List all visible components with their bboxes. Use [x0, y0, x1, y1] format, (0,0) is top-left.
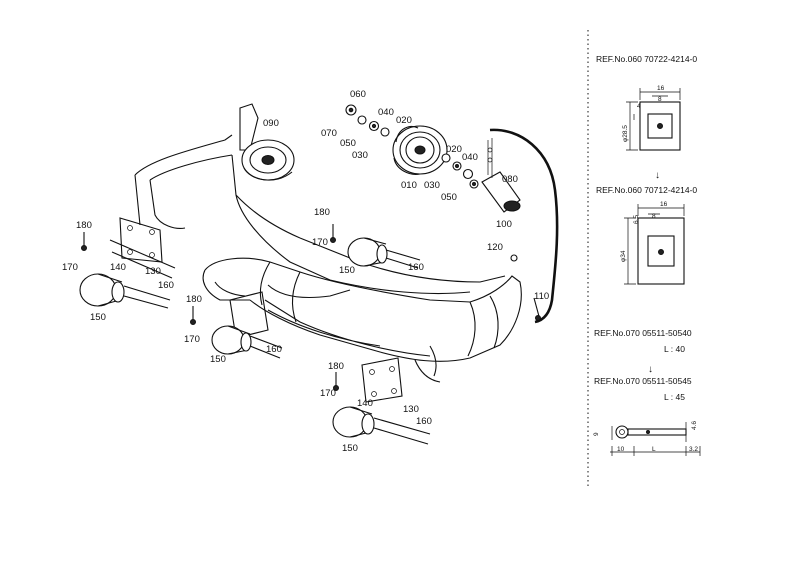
- label-180b: 180: [314, 207, 330, 218]
- wheel-center: [347, 237, 421, 269]
- part-labels: 090 060 040 020 070 050 030 020 040 010 …: [62, 89, 549, 454]
- center-pulley-assembly: [345, 104, 521, 213]
- dim-4a: 4: [637, 103, 641, 110]
- left-pulley-assembly: [239, 103, 295, 181]
- label-070: 070: [321, 128, 337, 139]
- label-150a: 150: [339, 265, 355, 276]
- label-080: 080: [502, 174, 518, 185]
- label-090: 090: [263, 118, 279, 129]
- label-120: 120: [487, 242, 503, 253]
- label-160a: 160: [408, 262, 424, 273]
- dim-pin-10: 10: [617, 446, 625, 453]
- label-160c: 160: [266, 344, 282, 355]
- label-030b: 030: [424, 180, 440, 191]
- wheel-rear-left: [79, 273, 171, 309]
- dim-285: φ28.5: [622, 125, 629, 142]
- dim-16a: 16: [657, 85, 665, 92]
- label-180c: 180: [186, 294, 202, 305]
- wheel-front-right: [332, 406, 431, 445]
- arrow-down-a: ↓: [655, 170, 660, 181]
- label-170b: 170: [62, 262, 78, 273]
- detail-060-a: 16 8 4 φ28.5: [622, 85, 681, 151]
- label-150d: 150: [342, 443, 358, 454]
- ref-070-a: REF.No.070 05511-50540: [594, 328, 692, 338]
- dim-pin-32: 3.2: [689, 446, 698, 453]
- label-130b: 130: [403, 404, 419, 415]
- dim-8b: 8: [652, 213, 656, 220]
- dim-pin-46: 4.6: [691, 421, 698, 430]
- label-040a: 040: [378, 107, 394, 118]
- ref-070-b: REF.No.070 05511-50545: [594, 376, 692, 386]
- label-170a: 170: [312, 237, 328, 248]
- dim-pin-9: 9: [593, 432, 600, 436]
- label-160b: 160: [158, 280, 174, 291]
- label-180a: 180: [76, 220, 92, 231]
- label-110: 110: [534, 291, 549, 302]
- label-010: 010: [401, 180, 417, 191]
- label-060: 060: [350, 89, 366, 100]
- label-050b: 050: [441, 192, 457, 203]
- label-160d: 160: [416, 416, 432, 427]
- ref-060-b: REF.No.060 70712-4214-0: [596, 185, 697, 195]
- length-45: L : 45: [664, 392, 685, 402]
- label-140b: 140: [357, 398, 373, 409]
- detail-pin: 9 4.6 10 L 3.2: [593, 421, 701, 456]
- wheel-front-left: [211, 325, 283, 359]
- dim-8a: 8: [658, 96, 662, 103]
- label-030a: 030: [352, 150, 368, 161]
- mower-deck-frame: [109, 134, 522, 403]
- label-130a: 130: [145, 266, 161, 277]
- dim-pin-l: L: [652, 446, 656, 453]
- dim-65: 6.5: [633, 215, 640, 224]
- arrow-down-b: ↓: [648, 364, 653, 375]
- ref-060-a: REF.No.060 70722-4214-0: [596, 54, 697, 64]
- label-150b: 150: [90, 312, 106, 323]
- dim-34: φ34: [620, 250, 627, 262]
- drive-belt: [489, 128, 559, 324]
- label-020b: 020: [446, 144, 462, 155]
- label-170d: 170: [320, 388, 336, 399]
- label-040b: 040: [462, 152, 478, 163]
- length-40: L : 40: [664, 344, 685, 354]
- dim-16b: 16: [660, 201, 668, 208]
- label-150c: 150: [210, 354, 226, 365]
- label-140a: 140: [110, 262, 126, 273]
- label-170c: 170: [184, 334, 200, 345]
- label-100: 100: [496, 219, 512, 230]
- label-020a: 020: [396, 115, 412, 126]
- bolts: [81, 224, 541, 391]
- label-180d: 180: [328, 361, 344, 372]
- reference-panel: REF.No.060 70722-4214-0 16 8 4 φ28.5 ↓ R…: [593, 54, 701, 456]
- detail-060-b: 16 6.5 8 φ34: [620, 201, 685, 285]
- label-050a: 050: [340, 138, 356, 149]
